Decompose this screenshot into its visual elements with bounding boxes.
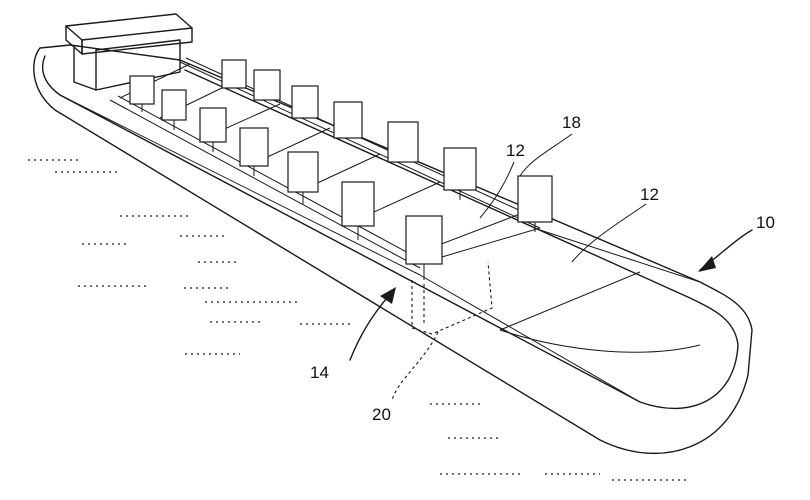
sail xyxy=(443,147,477,191)
sail xyxy=(253,69,281,101)
underwater-part xyxy=(411,261,493,335)
sail xyxy=(221,59,247,89)
sail xyxy=(387,121,419,163)
sail xyxy=(333,101,363,139)
leader-lines xyxy=(349,133,753,401)
label-deck-right: 12 xyxy=(640,185,659,204)
label-ship: 10 xyxy=(756,213,775,232)
sail xyxy=(517,175,553,223)
hull xyxy=(33,44,753,454)
sail xyxy=(199,107,227,143)
sail xyxy=(287,151,319,193)
sail xyxy=(161,89,187,121)
label-underwater-part: 20 xyxy=(372,405,391,424)
sail xyxy=(129,75,155,105)
sails xyxy=(129,59,553,280)
label-sail-row: 14 xyxy=(310,363,329,382)
water-surface xyxy=(28,159,690,481)
label-deck-left: 12 xyxy=(506,141,525,160)
sail xyxy=(405,215,443,265)
sail xyxy=(341,181,375,227)
sail xyxy=(239,127,269,167)
deck-house xyxy=(65,13,193,91)
label-sail-unit: 18 xyxy=(562,113,581,132)
sail xyxy=(291,85,319,119)
